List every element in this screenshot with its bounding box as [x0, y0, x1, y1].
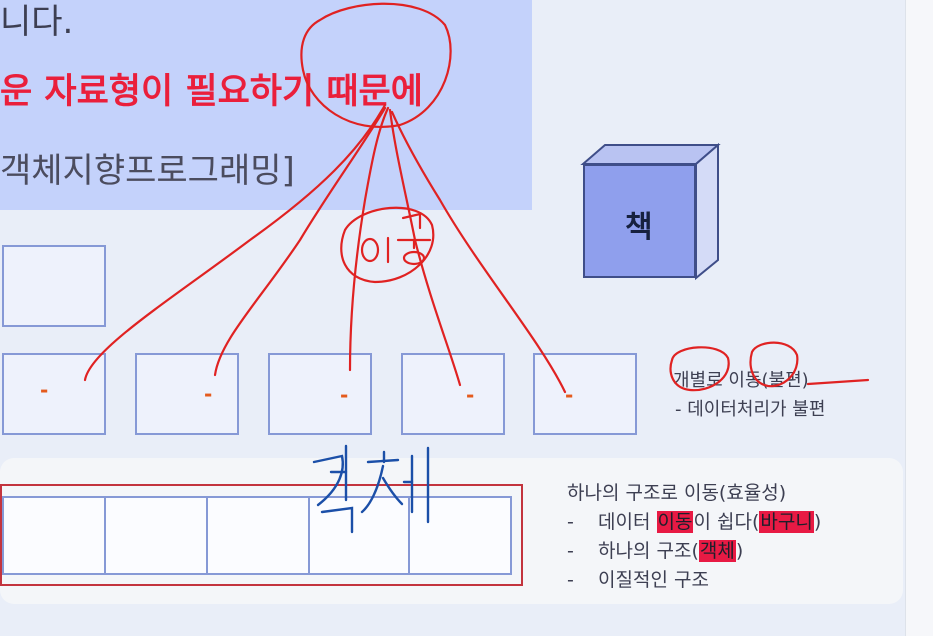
list-text: ): [735, 540, 744, 562]
list-title: 하나의 구조로 이동(효율성): [567, 482, 787, 504]
list-text: 이 쉽다(: [693, 511, 760, 533]
highlight-basket: 바구니: [759, 511, 814, 533]
red-emphasis-line: 운 자료형이 필요하기 때문에: [0, 72, 423, 112]
heading-fragment: 니다.: [0, 2, 74, 42]
structure-cell-4: [308, 496, 412, 575]
bullet: -: [567, 511, 574, 533]
list-item: - 이질적인 구조: [567, 565, 821, 594]
note-data-processing: - 데이터처리가 불편: [675, 399, 826, 420]
list-text: 데이터: [598, 511, 657, 533]
list-text: 이질적인 구조: [598, 569, 709, 591]
structure-cell-3: [206, 496, 310, 575]
dash-mark-5: -: [565, 383, 574, 407]
structure-cell-5: [408, 496, 512, 575]
highlight-box: 니다. 운 자료형이 필요하기 때문에 객체지향프로그래밍]: [0, 0, 532, 210]
bullet: -: [567, 540, 574, 562]
highlight-object: 객체: [698, 540, 736, 562]
structure-cell-1: [2, 496, 106, 575]
item-box-4: [401, 353, 505, 435]
bullet: -: [567, 569, 574, 591]
item-box-1: [2, 353, 106, 435]
list-item: - 하나의 구조(객체): [567, 536, 821, 565]
highlight-move: 이동: [656, 511, 694, 533]
list-text: 하나의 구조(: [598, 540, 699, 562]
dash-mark-3: -: [340, 383, 349, 407]
book-front-face: [583, 164, 696, 278]
dash-mark-4: -: [466, 383, 475, 407]
item-box-3: [268, 353, 372, 435]
item-box-2: [135, 353, 239, 435]
structure-container: [0, 484, 523, 586]
benefit-list: 하나의 구조로 이동(효율성) - 데이터 이동이 쉽다(바구니) - 하나의 …: [567, 478, 821, 594]
single-box: [2, 245, 106, 327]
list-item: - 데이터 이동이 쉽다(바구니): [567, 507, 821, 536]
dash-mark-1: -: [40, 378, 49, 402]
oop-line: 객체지향프로그래밍]: [0, 151, 295, 191]
list-text: ): [813, 511, 822, 533]
right-panel-strip: [905, 0, 933, 636]
book-label: 책: [625, 210, 653, 245]
dash-mark-2: -: [204, 382, 213, 406]
